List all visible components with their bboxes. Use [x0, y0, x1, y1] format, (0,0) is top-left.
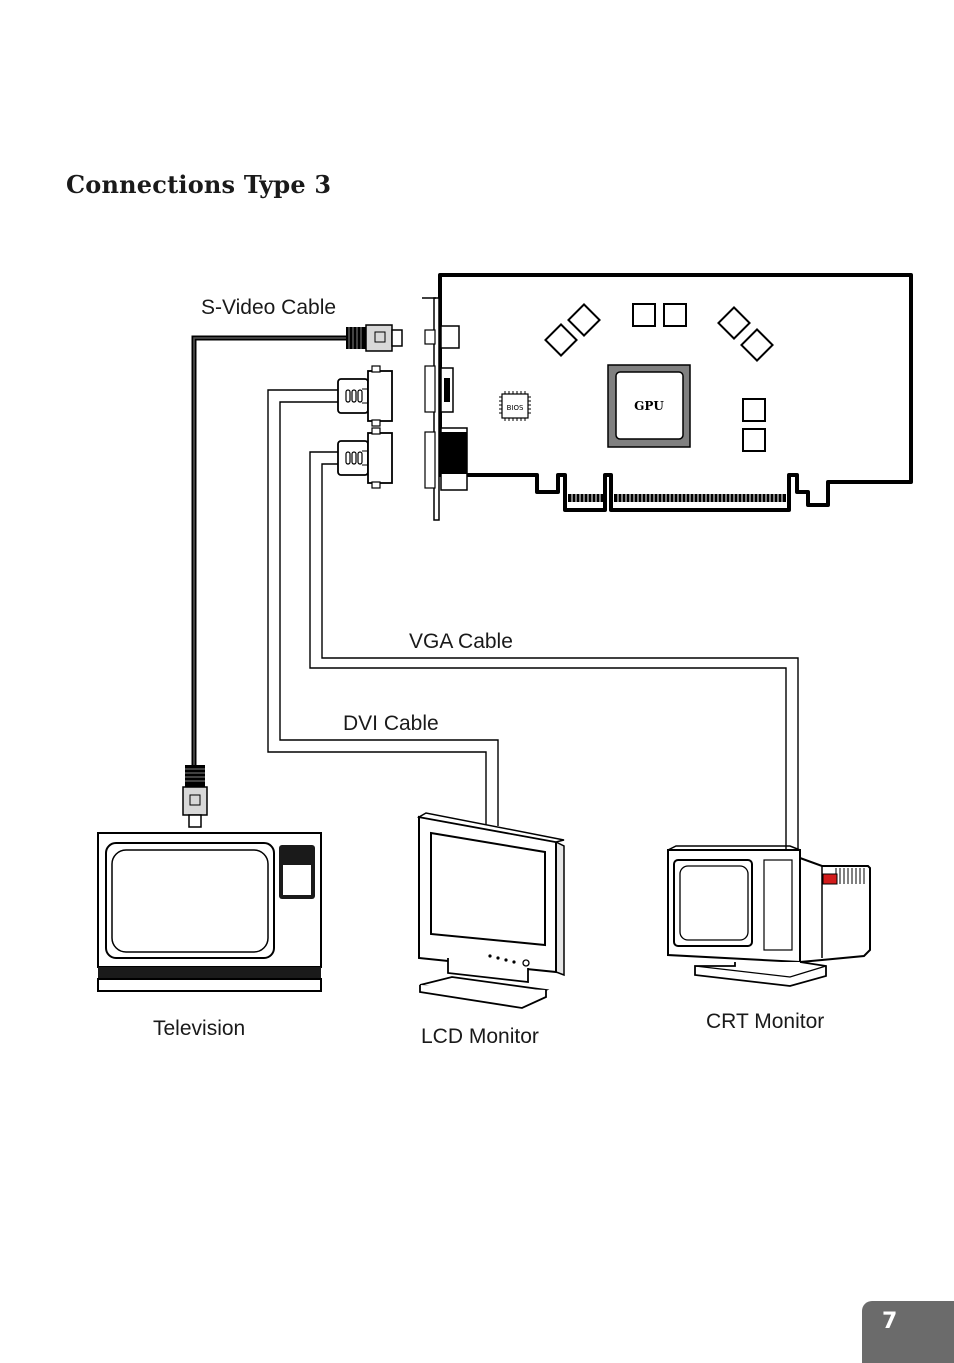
svg-text:BIOS: BIOS: [507, 404, 524, 412]
dvi-plug: [337, 365, 393, 427]
page-number-tab: 7: [862, 1301, 954, 1363]
vga-cable-label: VGA Cable: [409, 630, 513, 653]
dvi-cable-label: DVI Cable: [343, 712, 439, 735]
bios-chip: BIOS: [499, 391, 531, 421]
lcd-monitor-icon: [416, 812, 565, 1009]
page-number: 7: [882, 1309, 898, 1334]
svideo-cable-label: S-Video Cable: [201, 296, 337, 319]
crt-monitor-label: CRT Monitor: [706, 1010, 825, 1033]
vga-cable: [309, 451, 799, 852]
vga-plug: [337, 427, 393, 489]
page-title: Connections Type 3: [66, 170, 332, 199]
svideo-cable: [191, 335, 346, 770]
dvi-cable: [267, 389, 499, 830]
gpu-label: GPU: [634, 399, 664, 413]
crt-monitor-icon: [667, 845, 871, 987]
svideo-plug-card: [346, 324, 403, 352]
svideo-plug-tv: [182, 765, 208, 828]
lcd-monitor-label: LCD Monitor: [421, 1025, 539, 1048]
television-label: Television: [153, 1017, 246, 1040]
television-icon: [97, 832, 322, 992]
graphics-card: GPU BIOS: [422, 273, 913, 521]
